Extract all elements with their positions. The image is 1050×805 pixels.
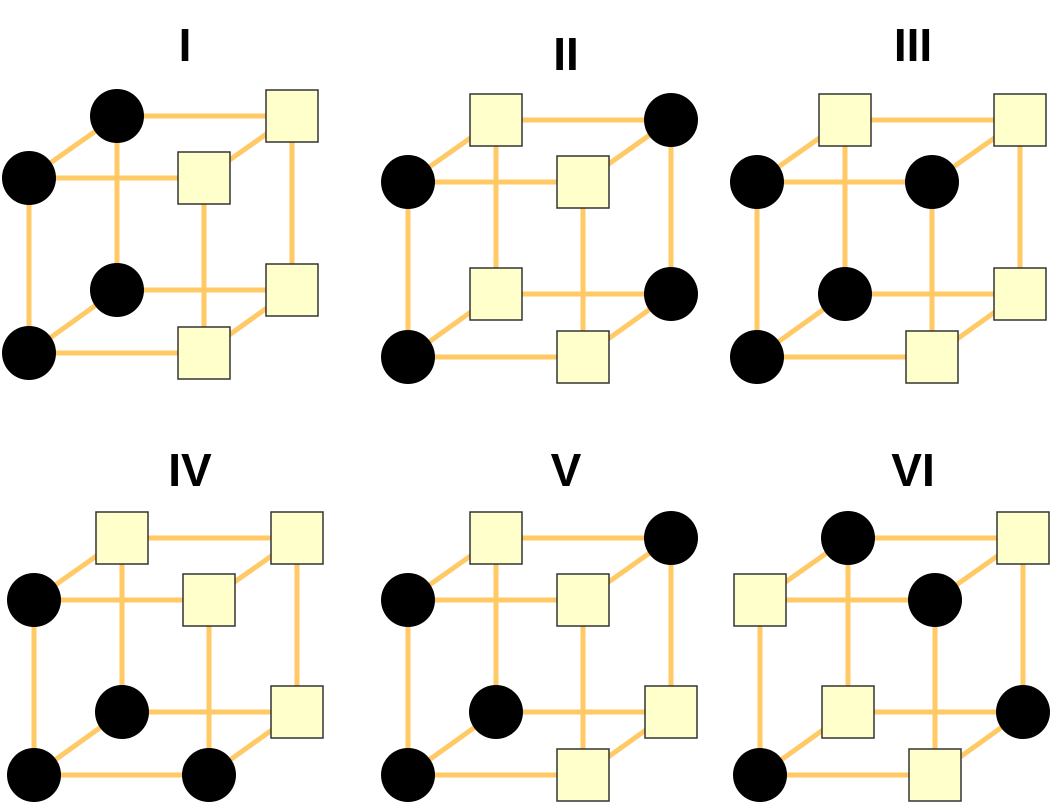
- node-square-back-bottom-left: [821, 685, 875, 739]
- node-circle-front-top-right: [908, 573, 962, 627]
- node-circle-front-top-left: [7, 573, 61, 627]
- node-circle-front-bottom-left: [381, 330, 435, 384]
- node-square-front-top-left: [733, 573, 787, 627]
- node-circle-back-bottom-left: [469, 685, 523, 739]
- cube-4: IV: [7, 444, 324, 802]
- node-square-back-top-left: [95, 511, 149, 565]
- node-square-back-bottom-left: [469, 267, 523, 321]
- node-square-back-top-right: [993, 93, 1047, 147]
- node-square-back-bottom-right: [993, 267, 1047, 321]
- node-circle-back-bottom-left: [818, 267, 872, 321]
- node-circle-front-top-right: [905, 155, 959, 209]
- cube-label: VI: [891, 444, 934, 496]
- cube-3: III: [730, 19, 1047, 384]
- node-square-back-top-left: [469, 511, 523, 565]
- node-circle-back-bottom-left: [90, 263, 144, 317]
- node-circle-front-top-left: [381, 155, 435, 209]
- node-square-front-top-right: [556, 155, 610, 209]
- node-square-front-bottom-right: [556, 330, 610, 384]
- node-square-front-top-right: [556, 573, 610, 627]
- node-circle-front-bottom-left: [7, 748, 61, 802]
- node-circle-front-bottom-left: [730, 330, 784, 384]
- node-circle-back-top-left: [821, 511, 875, 565]
- cube-5: V: [381, 444, 698, 802]
- node-circle-back-bottom-right: [644, 267, 698, 321]
- cube-2: II: [381, 28, 698, 384]
- node-circle-front-bottom-left: [733, 748, 787, 802]
- node-circle-back-top-right: [644, 511, 698, 565]
- node-circle-front-bottom-left: [2, 326, 56, 380]
- node-square-back-bottom-right: [270, 685, 324, 739]
- cube-label: IV: [168, 444, 212, 496]
- node-square-back-top-right: [270, 511, 324, 565]
- node-square-front-bottom-right: [905, 330, 959, 384]
- node-circle-front-top-left: [730, 155, 784, 209]
- cube-label: I: [179, 19, 192, 71]
- node-circle-front-bottom-left: [381, 748, 435, 802]
- node-square-back-bottom-right: [644, 685, 698, 739]
- node-square-front-top-right: [177, 151, 231, 205]
- node-circle-back-bottom-left: [95, 685, 149, 739]
- node-circle-back-top-left: [90, 89, 144, 143]
- cube-label: V: [551, 444, 582, 496]
- node-circle-back-top-right: [644, 93, 698, 147]
- node-square-front-bottom-right: [177, 326, 231, 380]
- node-circle-back-bottom-right: [996, 685, 1050, 739]
- node-square-front-bottom-right: [908, 748, 962, 802]
- node-square-back-top-left: [818, 93, 872, 147]
- node-circle-front-top-left: [2, 151, 56, 205]
- node-square-back-bottom-right: [265, 263, 319, 317]
- node-square-front-bottom-right: [556, 748, 610, 802]
- node-circle-front-bottom-right: [182, 748, 236, 802]
- node-circle-front-top-left: [381, 573, 435, 627]
- node-square-back-top-left: [469, 93, 523, 147]
- node-square-front-top-right: [182, 573, 236, 627]
- node-square-back-top-right: [265, 89, 319, 143]
- cube-6: VI: [733, 444, 1050, 802]
- cube-1: I: [2, 19, 319, 380]
- node-square-back-top-right: [996, 511, 1050, 565]
- cube-label: II: [553, 28, 579, 80]
- cube-label: III: [894, 19, 932, 71]
